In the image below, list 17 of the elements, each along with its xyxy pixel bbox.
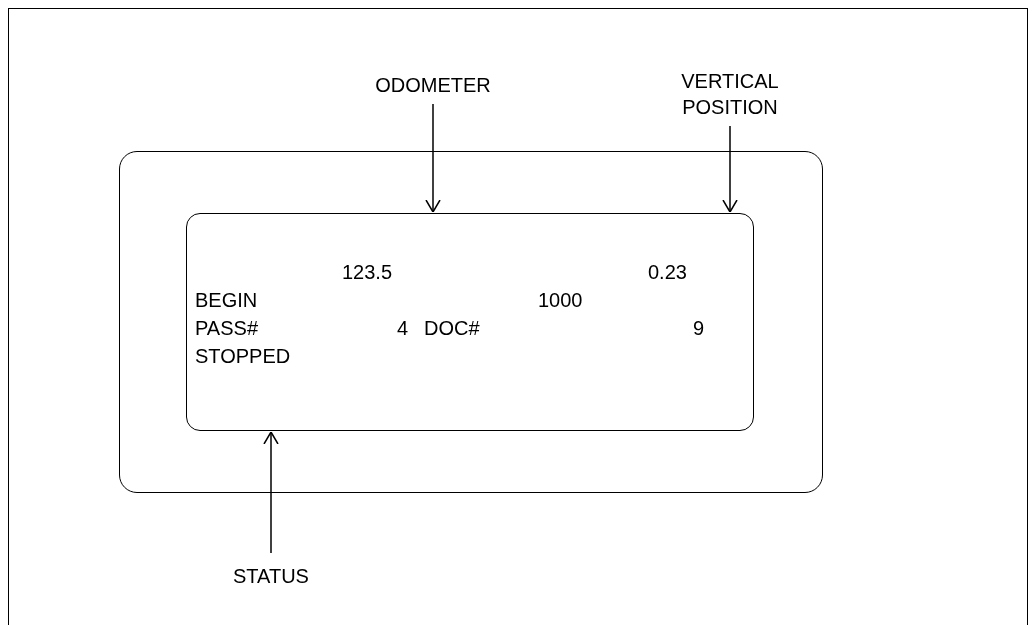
display-reading: 123.5 [342,260,393,284]
callout-label: STATUS [211,563,331,589]
display-bezel [119,151,823,493]
display-reading: 9 [693,316,705,340]
callout-label: VERTICAL POSITION [680,68,780,120]
display-screen [186,213,754,431]
display-reading: BEGIN [195,288,258,312]
leader-arrow [263,431,279,554]
leader-arrow [425,103,441,213]
display-reading: STOPPED [195,344,291,368]
display-reading: 4 [397,316,409,340]
callout-label: ODOMETER [373,72,493,98]
display-reading: 1000 [538,288,583,312]
display-reading: DOC# [424,316,480,340]
display-reading: PASS# [195,316,258,340]
display-reading: 0.23 [648,260,687,284]
leader-arrow [722,125,738,213]
